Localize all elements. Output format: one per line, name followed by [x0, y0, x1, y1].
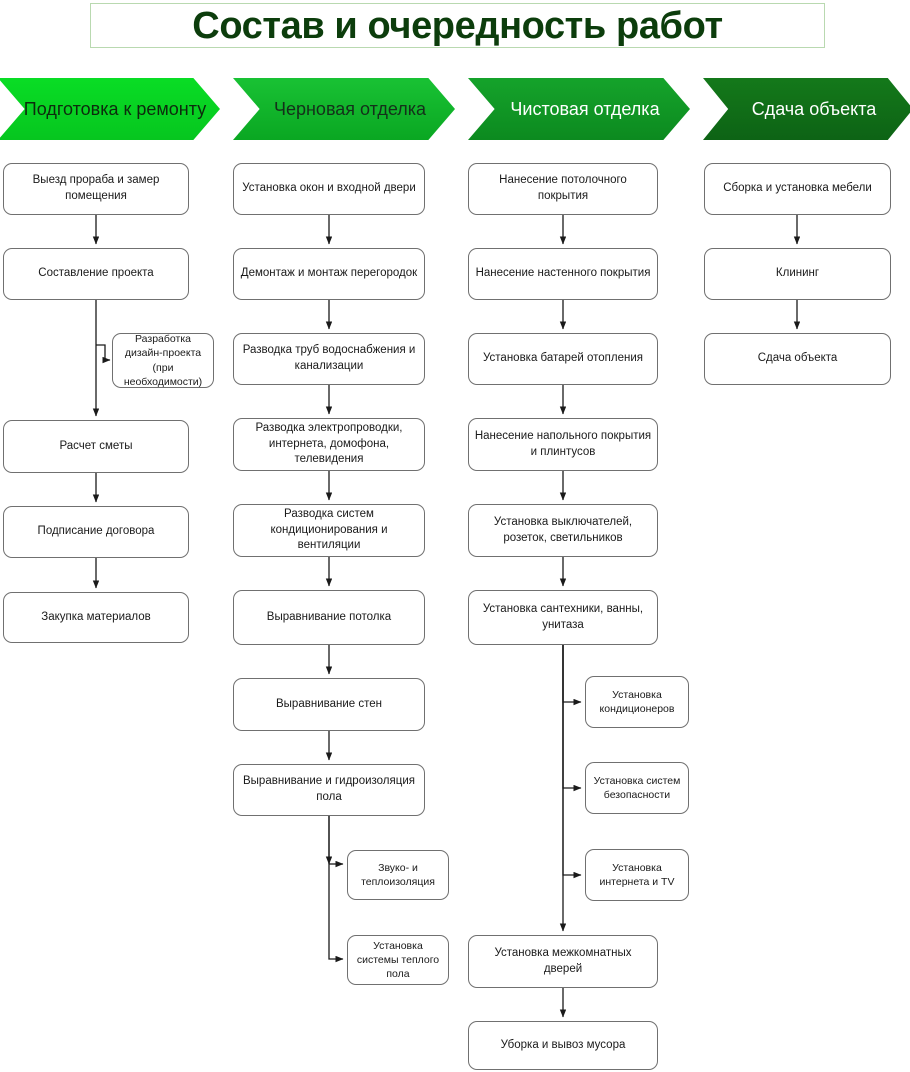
phase-banner-fine-finishing: Чистовая отделка — [468, 78, 690, 140]
node-label: Установка кондиционеров — [599, 688, 675, 715]
node-c3n6[interactable]: Установка сантехники, ванны, унитаза — [468, 590, 658, 645]
node-c3n8[interactable]: Установка систем безопасности — [585, 762, 689, 814]
node-label: Сборка и установка мебели — [723, 182, 872, 195]
node-c1n3[interactable]: Разработка дизайн-проекта (при необходим… — [112, 333, 214, 388]
node-label: Выравнивание стен — [276, 697, 382, 710]
phase-banner-label: Подготовка к ремонту — [23, 98, 207, 119]
node-label: Установка систем безопасности — [593, 774, 681, 801]
node-c3n9[interactable]: Установка интернета и TV — [585, 849, 689, 901]
node-c3n1[interactable]: Нанесение потолочного покрытия — [468, 163, 658, 215]
node-label: Установка межкомнатных дверей — [494, 946, 632, 975]
node-label: Уборка и вывоз мусора — [500, 1038, 626, 1051]
node-c2n1[interactable]: Установка окон и входной двери — [233, 163, 425, 215]
node-label: Разработка дизайн-проекта (при необходим… — [123, 333, 203, 388]
node-label: Расчет сметы — [59, 439, 133, 452]
node-c2n3[interactable]: Разводка труб водоснабжения и канализаци… — [233, 333, 425, 385]
node-c3n4[interactable]: Нанесение напольного покрытия и плинтусо… — [468, 418, 658, 471]
node-c3n11[interactable]: Уборка и вывоз мусора — [468, 1021, 658, 1070]
node-label: Установка батарей отопления — [483, 352, 643, 365]
node-label: Нанесение потолочного покрытия — [499, 174, 627, 202]
node-label: Демонтаж и монтаж перегородок — [240, 267, 418, 280]
node-c3n5[interactable]: Установка выключателей, розеток, светиль… — [468, 504, 658, 557]
node-label: Нанесение настенного покрытия — [475, 267, 651, 280]
node-label: Установка интернета и TV — [599, 861, 675, 888]
node-c2n7[interactable]: Выравнивание стен — [233, 678, 425, 731]
node-label: Разводка труб водоснабжения и канализаци… — [242, 344, 416, 372]
node-label: Установка сантехники, ванны, унитаза — [482, 602, 644, 631]
node-label: Сдача объекта — [757, 352, 838, 365]
phase-banner-rough-finishing: Черновая отделка — [233, 78, 455, 140]
node-c2n2[interactable]: Демонтаж и монтаж перегородок — [233, 248, 425, 300]
node-c2n6[interactable]: Выравнивание потолка — [233, 590, 425, 645]
node-c1n1[interactable]: Выезд прораба и замер помещения — [3, 163, 189, 215]
node-label: Звуко- и теплоизоляция — [361, 861, 435, 888]
node-label: Разводка электропроводки, интернета, дом… — [255, 422, 403, 466]
node-label: Установка системы теплого пола — [356, 939, 440, 981]
node-c3n10[interactable]: Установка межкомнатных дверей — [468, 935, 658, 988]
node-c4n3[interactable]: Сдача объекта — [704, 333, 891, 385]
phase-banner-preparation: Подготовка к ремонту — [0, 78, 220, 140]
node-c2n9[interactable]: Звуко- и теплоизоляция — [347, 850, 449, 900]
node-c1n6[interactable]: Закупка материалов — [3, 592, 189, 643]
node-c3n2[interactable]: Нанесение настенного покрытия — [468, 248, 658, 300]
page-title: Состав и очередность работ — [192, 4, 723, 47]
node-label: Установка окон и входной двери — [242, 182, 416, 195]
node-label: Закупка материалов — [41, 610, 151, 623]
node-c1n4[interactable]: Расчет сметы — [3, 420, 189, 473]
node-c4n1[interactable]: Сборка и установка мебели — [704, 163, 891, 215]
node-label: Составление проекта — [38, 267, 154, 280]
node-c4n2[interactable]: Клининг — [704, 248, 891, 300]
node-c1n5[interactable]: Подписание договора — [3, 506, 189, 558]
node-label: Нанесение напольного покрытия и плинтусо… — [474, 429, 652, 458]
node-c2n5[interactable]: Разводка систем кондиционирования и вент… — [233, 504, 425, 557]
node-c1n2[interactable]: Составление проекта — [3, 248, 189, 300]
node-label: Разводка систем кондиционирования и вент… — [270, 508, 388, 552]
node-label: Установка выключателей, розеток, светиль… — [493, 515, 633, 544]
node-label: Выравнивание и гидроизоляция пола — [243, 775, 415, 803]
node-label: Выезд прораба и замер помещения — [32, 174, 160, 202]
phase-banner-handover: Сдача объекта — [703, 78, 910, 140]
node-c2n8[interactable]: Выравнивание и гидроизоляция пола — [233, 764, 425, 816]
node-label: Подписание договора — [37, 525, 155, 538]
node-label: Выравнивание потолка — [266, 610, 392, 623]
node-label: Клининг — [775, 267, 820, 280]
node-c2n10[interactable]: Установка системы теплого пола — [347, 935, 449, 985]
phase-banner-label: Сдача объекта — [751, 98, 877, 119]
node-c3n7[interactable]: Установка кондиционеров — [585, 676, 689, 728]
page-title-box: Состав и очередность работ — [90, 3, 825, 48]
phase-banner-label: Чистовая отделка — [510, 98, 660, 119]
node-c2n4[interactable]: Разводка электропроводки, интернета, дом… — [233, 418, 425, 471]
node-c3n3[interactable]: Установка батарей отопления — [468, 333, 658, 385]
phase-banner-label: Черновая отделка — [273, 98, 427, 119]
